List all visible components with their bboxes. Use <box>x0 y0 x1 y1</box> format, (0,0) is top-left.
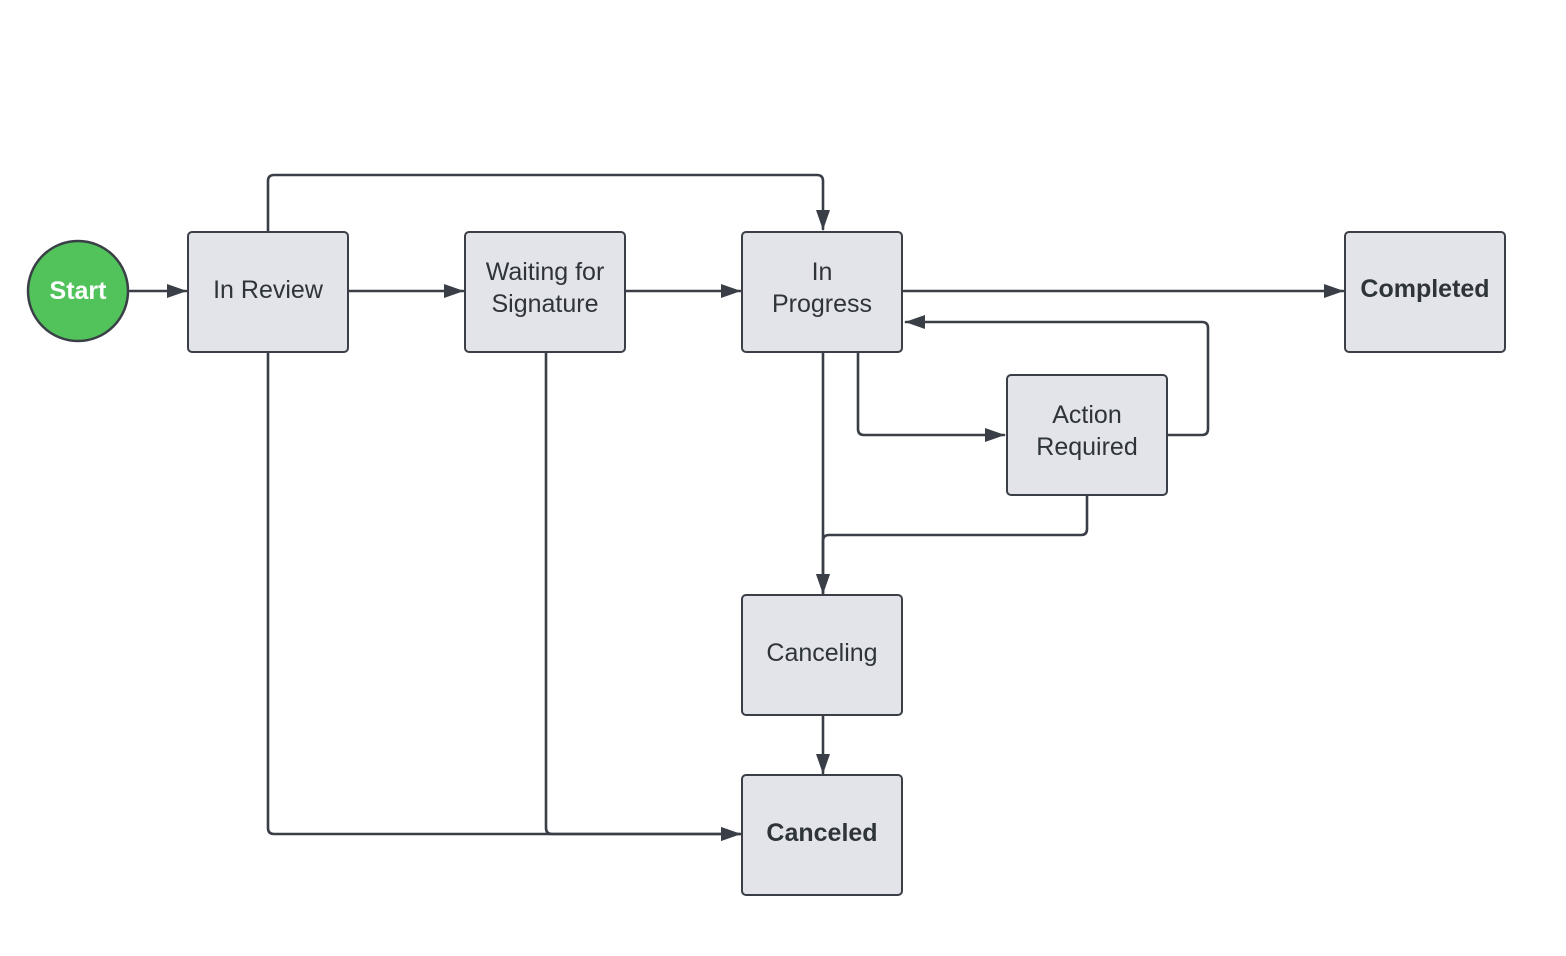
node-in-progress: In Progress <box>741 231 903 353</box>
in-progress-label-line1: In <box>812 258 833 286</box>
completed-box <box>1344 231 1506 353</box>
start-circle <box>26 239 130 343</box>
edge-in-review-to-in-progress <box>266 173 830 233</box>
canceled-label: Canceled <box>766 819 877 847</box>
in-progress-box <box>741 231 903 353</box>
node-canceling: Canceling <box>741 594 903 716</box>
in-progress-label-line2: Progress <box>772 290 872 318</box>
node-in-review: In Review <box>187 231 349 353</box>
in-review-label: In Review <box>213 276 324 304</box>
edge-action-required-to-in-progress <box>904 315 1210 437</box>
start-label: Start <box>50 277 108 305</box>
canceling-label: Canceling <box>766 639 877 667</box>
node-start: Start <box>26 239 130 343</box>
waiting-for-signature-box <box>464 231 626 353</box>
action-required-box <box>1006 374 1168 496</box>
edge-waiting-to-canceled <box>544 351 742 841</box>
in-review-box <box>187 231 349 353</box>
action-required-label-line1: Action <box>1052 401 1121 429</box>
node-canceled: Canceled <box>741 774 903 896</box>
waiting-for-signature-label-line1: Waiting for <box>486 258 605 286</box>
node-completed: Completed <box>1344 231 1506 353</box>
edge-action-required-to-canceling <box>816 494 1089 595</box>
action-required-label-line2: Required <box>1036 433 1137 461</box>
edge-in-review-to-canceled <box>266 351 742 841</box>
edge-in-progress-to-action-required <box>856 351 1006 442</box>
canceled-box <box>741 774 903 896</box>
node-waiting-for-signature: Waiting for Signature <box>464 231 626 353</box>
completed-label: Completed <box>1360 275 1489 303</box>
waiting-for-signature-label-line2: Signature <box>491 290 598 318</box>
node-action-required: Action Required <box>1006 374 1168 496</box>
edges <box>128 173 1345 841</box>
canceling-box <box>741 594 903 716</box>
